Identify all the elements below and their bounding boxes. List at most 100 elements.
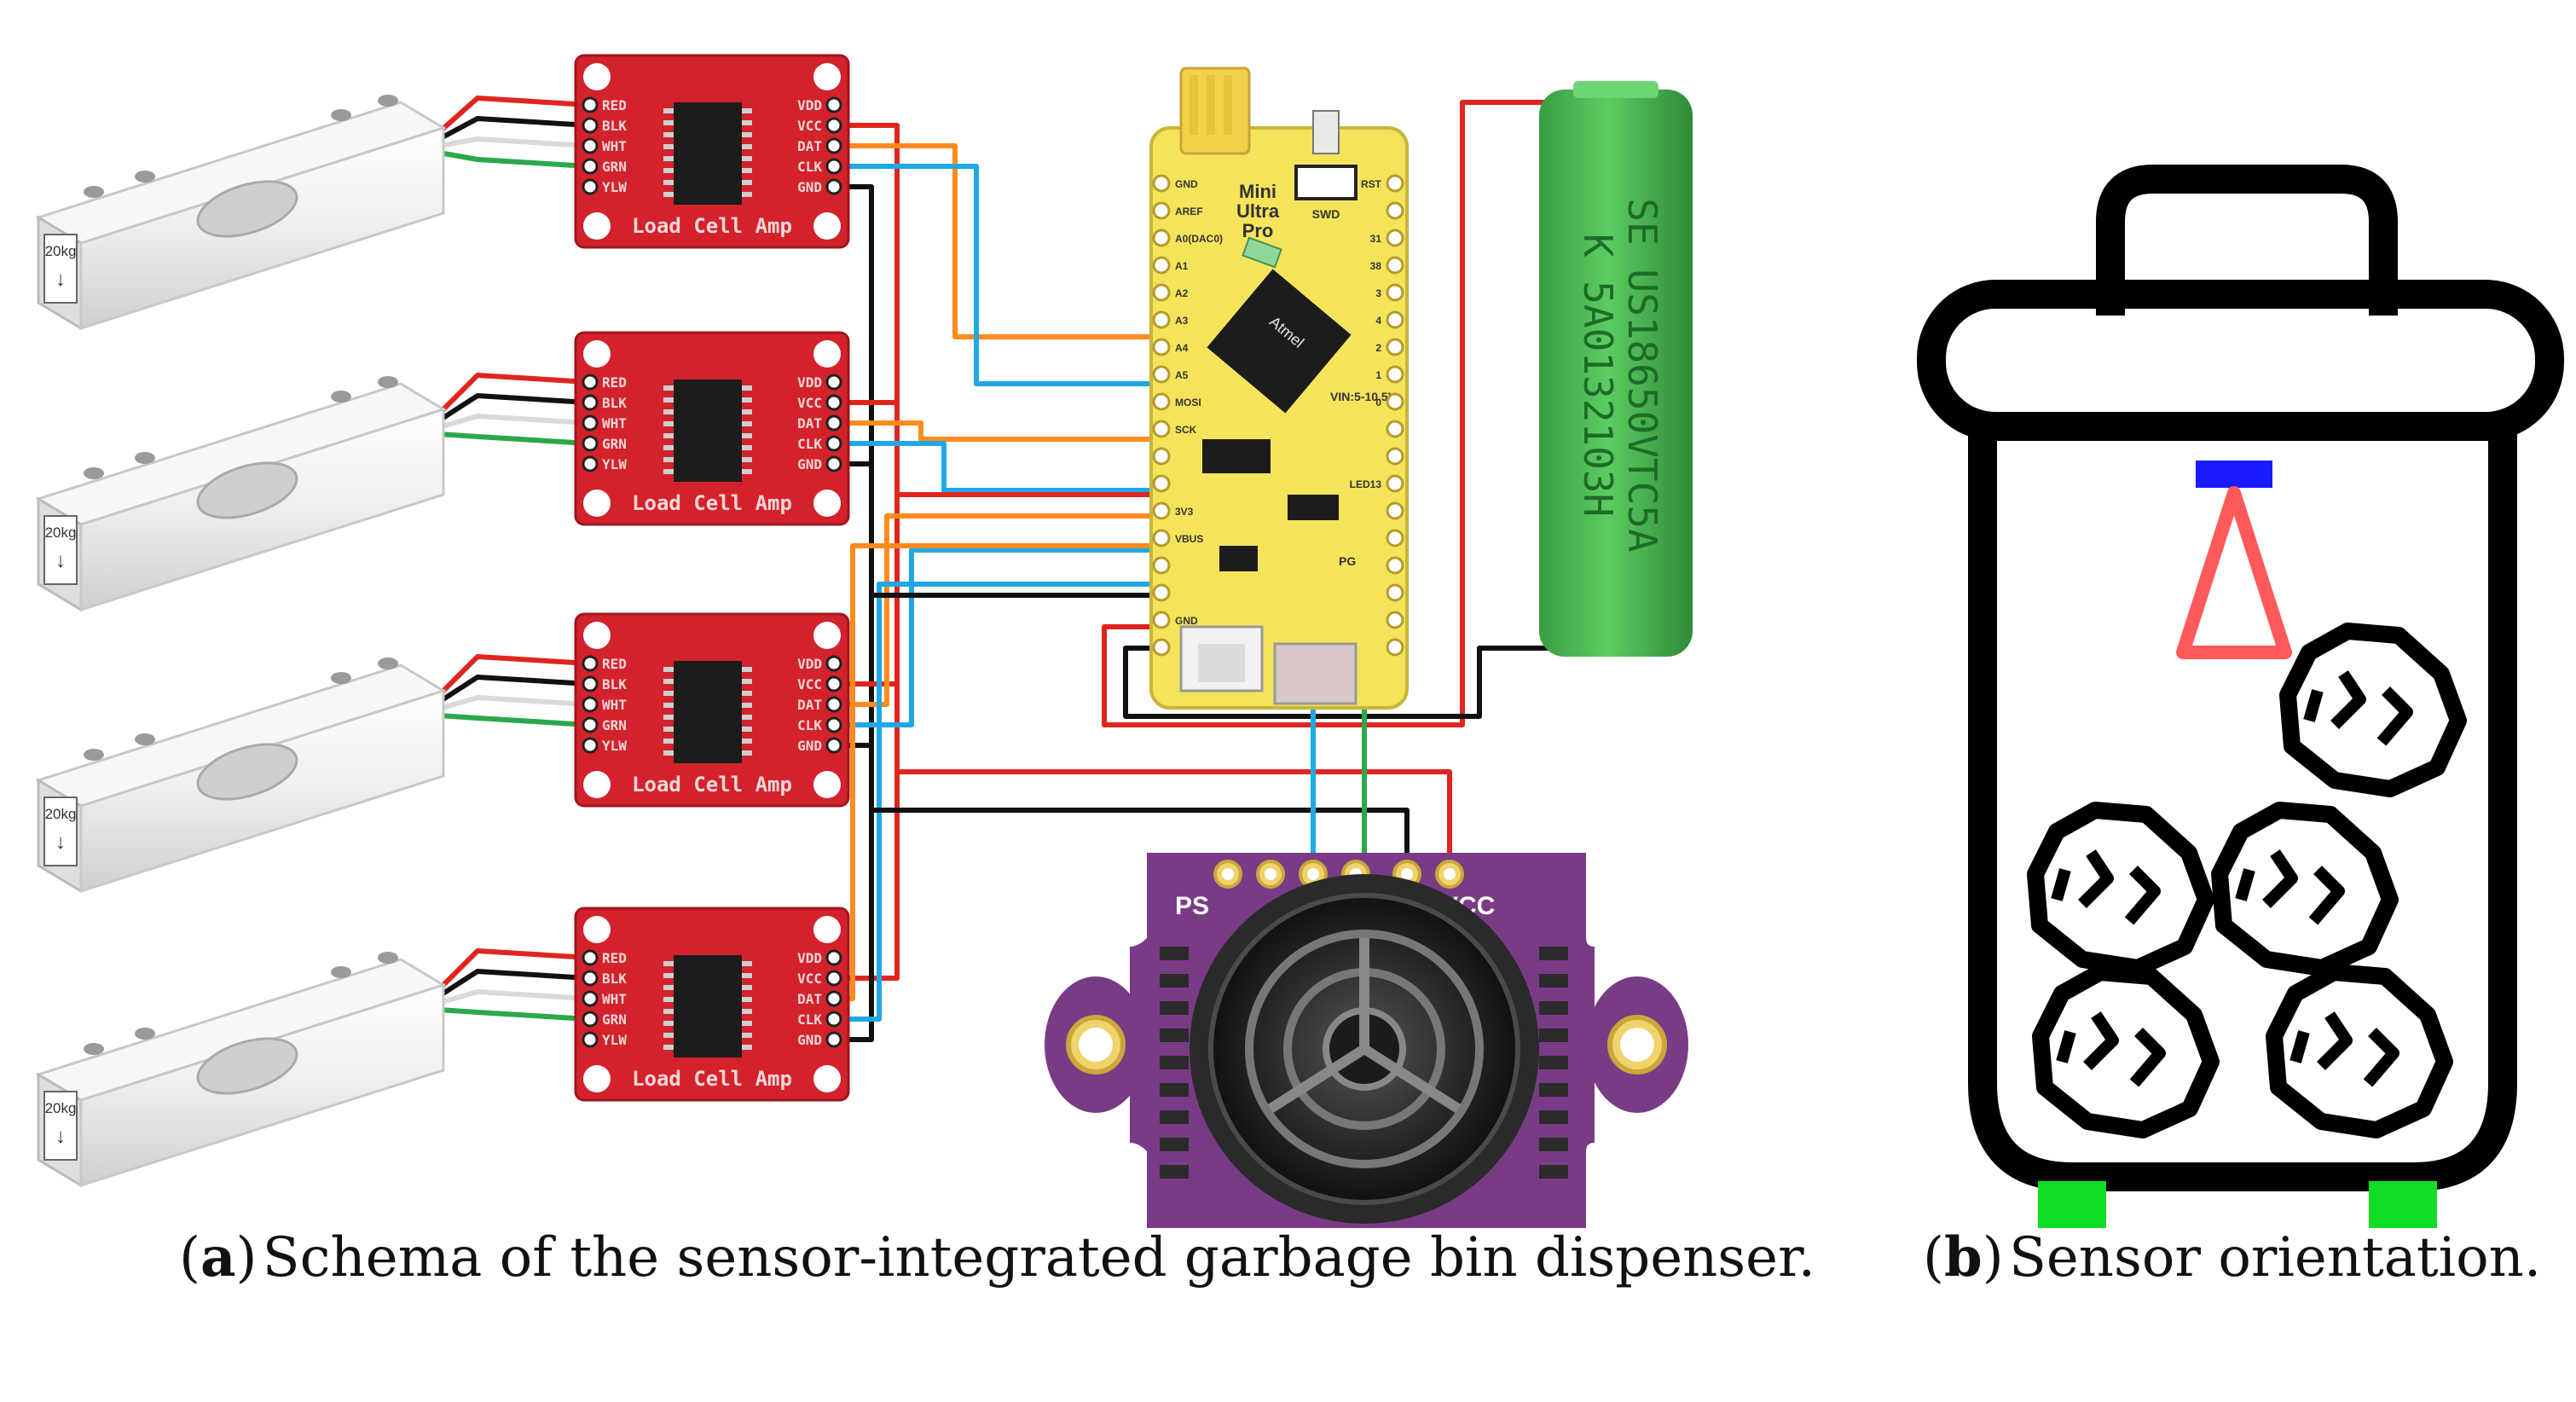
caption-a: (a) Schema of the sensor-integrated garb… [179, 1225, 1815, 1289]
amp-pin-label: RED [602, 656, 627, 672]
amp-pin-label: RED [602, 950, 627, 966]
amp-pin-label: GND [797, 179, 822, 195]
crumpled-paper [2279, 623, 2467, 797]
amp-pin-label: WHT [602, 138, 627, 154]
mcu-left-pin-label: A5 [1175, 369, 1189, 381]
amp-pin-label: WHT [602, 697, 627, 713]
cell-to-amp-wire [437, 373, 589, 416]
swd-label: SWD [1312, 207, 1340, 221]
bin-lid [1917, 280, 2564, 441]
battery-negative-wire [1123, 646, 1560, 719]
mcu-name-line-1: Mini [1239, 181, 1276, 202]
load-cell-capacity: 20kg [45, 524, 77, 541]
cell-to-amp-wire [437, 654, 589, 698]
cell-to-amp-wire [437, 116, 589, 142]
amp-data-wire [848, 543, 1398, 1001]
amp-pin-label: GRN [602, 436, 627, 452]
mcu-left-pin-label: MOSI [1175, 397, 1201, 408]
amp-pin-label: GRN [602, 159, 627, 175]
down-arrow-icon: ↓ [55, 831, 66, 854]
amp-pin-label: GND [797, 1032, 822, 1048]
amp-pin-label: RED [602, 97, 627, 113]
load-cell-1: 20kg ↓ [35, 95, 447, 331]
amp-pin-label: GRN [602, 717, 627, 733]
mcu-left-pin-label: SCK [1175, 424, 1197, 436]
ultrasonic-components [1160, 947, 1568, 1179]
amp-pin-label: CLK [797, 1011, 822, 1028]
mcu-left-pin-label: A3 [1175, 315, 1189, 327]
caption-a-letter: a [200, 1225, 236, 1289]
bin-body [1968, 426, 2517, 1191]
mcu-left-pin-label: A4 [1175, 342, 1189, 354]
cell-to-amp-wire [438, 989, 589, 1005]
amp-pin-label: BLK [602, 970, 627, 987]
cell-to-amp-wire [438, 1007, 589, 1022]
mcu-right-pin-label: 2 [1375, 342, 1381, 354]
mcu-right-pin-label: 1 [1375, 369, 1381, 381]
load-cell-2: 20kg↓ [35, 376, 447, 612]
battery-18650: SE US18650VTC5A K 5A0132103H [1539, 81, 1693, 657]
amp-pin-label: YLW [602, 179, 627, 195]
mcu-right-pin-label: 0 [1375, 397, 1381, 408]
mcu-right-pin-label: RST [1361, 178, 1382, 190]
crumpled-paper [2032, 964, 2220, 1138]
amp-pin-label: VDD [797, 97, 822, 113]
down-arrow-icon: ↓ [55, 268, 66, 291]
crumpled-paper [2211, 802, 2399, 976]
cell-to-amp-wire [437, 96, 589, 135]
cell-to-amp-wire [437, 675, 589, 704]
mcu-chip: Atmel [1207, 269, 1352, 414]
amp-vcc-wire [848, 785, 900, 981]
ultrasonic-pin-ps: PS [1175, 892, 1209, 920]
mcu-right-pin-label: 4 [1375, 315, 1381, 327]
ultrasonic-sensor-mount [2196, 461, 2272, 488]
amp-pin-label: CLK [797, 159, 822, 175]
amp-pin-label: VDD [797, 950, 822, 966]
mcu-left-pin-label: AREF [1175, 206, 1203, 217]
battery-text-2: K 5A0132103H [1575, 234, 1621, 517]
amp-pin-label: DAT [797, 697, 822, 713]
crumpled-paper [2027, 802, 2214, 976]
amp-pin-label: BLK [602, 395, 627, 411]
load-cell-3: 20kg ↓ [35, 658, 447, 894]
amp-pin-label: YLW [602, 456, 627, 472]
vin-label: VIN:5-10.5V [1330, 390, 1397, 403]
amp-pin-label: WHT [602, 415, 627, 432]
amp-clock-wire [848, 582, 1398, 1022]
amp-gnd-wire [848, 819, 874, 1042]
cell-to-amp-wire [438, 150, 589, 169]
amp-pin-label: BLK [602, 118, 627, 134]
load-cell-capacity: 20kg [45, 806, 77, 822]
amp-data-wire [848, 513, 1398, 707]
load-cell-capacity: 20kg [45, 243, 77, 259]
cell-to-amp-wire [437, 393, 589, 423]
amp-gnd-wire [848, 461, 874, 819]
mcu-right-pin-label: 38 [1370, 260, 1382, 272]
amp-board-name: Load Cell Amp [632, 1067, 792, 1091]
cell-to-amp-wire [438, 695, 589, 711]
bin-foot-left [2038, 1181, 2106, 1228]
ultrasonic-pins [1213, 860, 1464, 889]
microcontroller-board: SWD Mini Ultra Pro Atmel VIN:5-10.5V PG … [1149, 67, 1409, 710]
garbage-bin [1917, 165, 2564, 1228]
mcu-name-line-2: Ultra [1236, 200, 1280, 222]
pg-label: PG [1339, 554, 1356, 568]
ultrasonic-vcc-wire [897, 769, 1452, 874]
cell-to-amp-wire [437, 948, 589, 992]
mcu-left-pin-label: A2 [1175, 287, 1189, 299]
caption-a-text: Schema of the sensor-integrated garbage … [262, 1226, 1815, 1289]
mcu-left-pin-label: GND [1175, 615, 1198, 627]
amp-pin-label: GRN [602, 1011, 627, 1028]
mcu-left-pin-label: GND [1175, 178, 1198, 190]
mcu-left-pin-label: 3V3 [1175, 506, 1194, 518]
load-cell-4: 20kg↓ [35, 952, 447, 1188]
cell-to-amp-wire [438, 136, 589, 148]
mcu-right-pin-label: 3 [1375, 287, 1381, 299]
cell-to-amp-wire [438, 414, 589, 430]
amp-pin-label: GND [797, 738, 822, 754]
bin-handle [2096, 165, 2398, 316]
crumpled-paper [2266, 964, 2453, 1138]
